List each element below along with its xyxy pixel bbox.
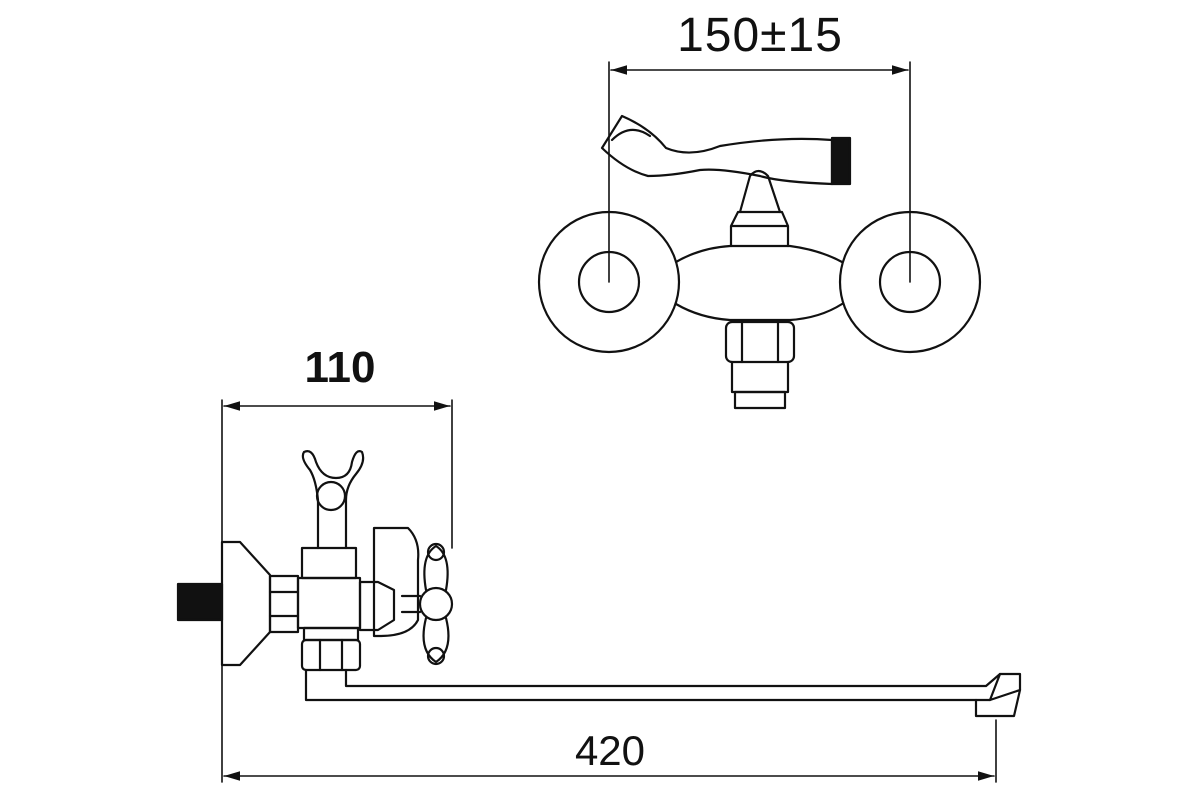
thread-connector-side [176, 582, 224, 622]
bottom-nut-side [300, 626, 362, 672]
lever-handle [600, 114, 834, 186]
thread-tip-front [830, 136, 852, 186]
bottom-nut-front [724, 320, 796, 410]
mixer-body-side [296, 576, 362, 630]
dimension-150 [608, 61, 911, 283]
dimension-420 [221, 664, 997, 783]
front-view [537, 114, 982, 410]
shower-holder [301, 450, 365, 550]
wall-flange [220, 540, 272, 667]
mixer-body-front [674, 244, 844, 322]
dimension-label-150: 150±15 [677, 9, 843, 62]
cross-handle [400, 542, 454, 666]
side-view [176, 450, 1022, 718]
flange-nut [268, 574, 300, 634]
diverter-knob [738, 169, 782, 214]
diverter-neck [729, 210, 790, 248]
dimension-label-110: 110 [304, 343, 376, 392]
spout-aerator [974, 688, 1022, 718]
dimension-110 [221, 399, 453, 549]
valve-cover [372, 526, 420, 638]
long-spout [304, 668, 1022, 702]
dimension-label-420: 420 [574, 727, 646, 774]
